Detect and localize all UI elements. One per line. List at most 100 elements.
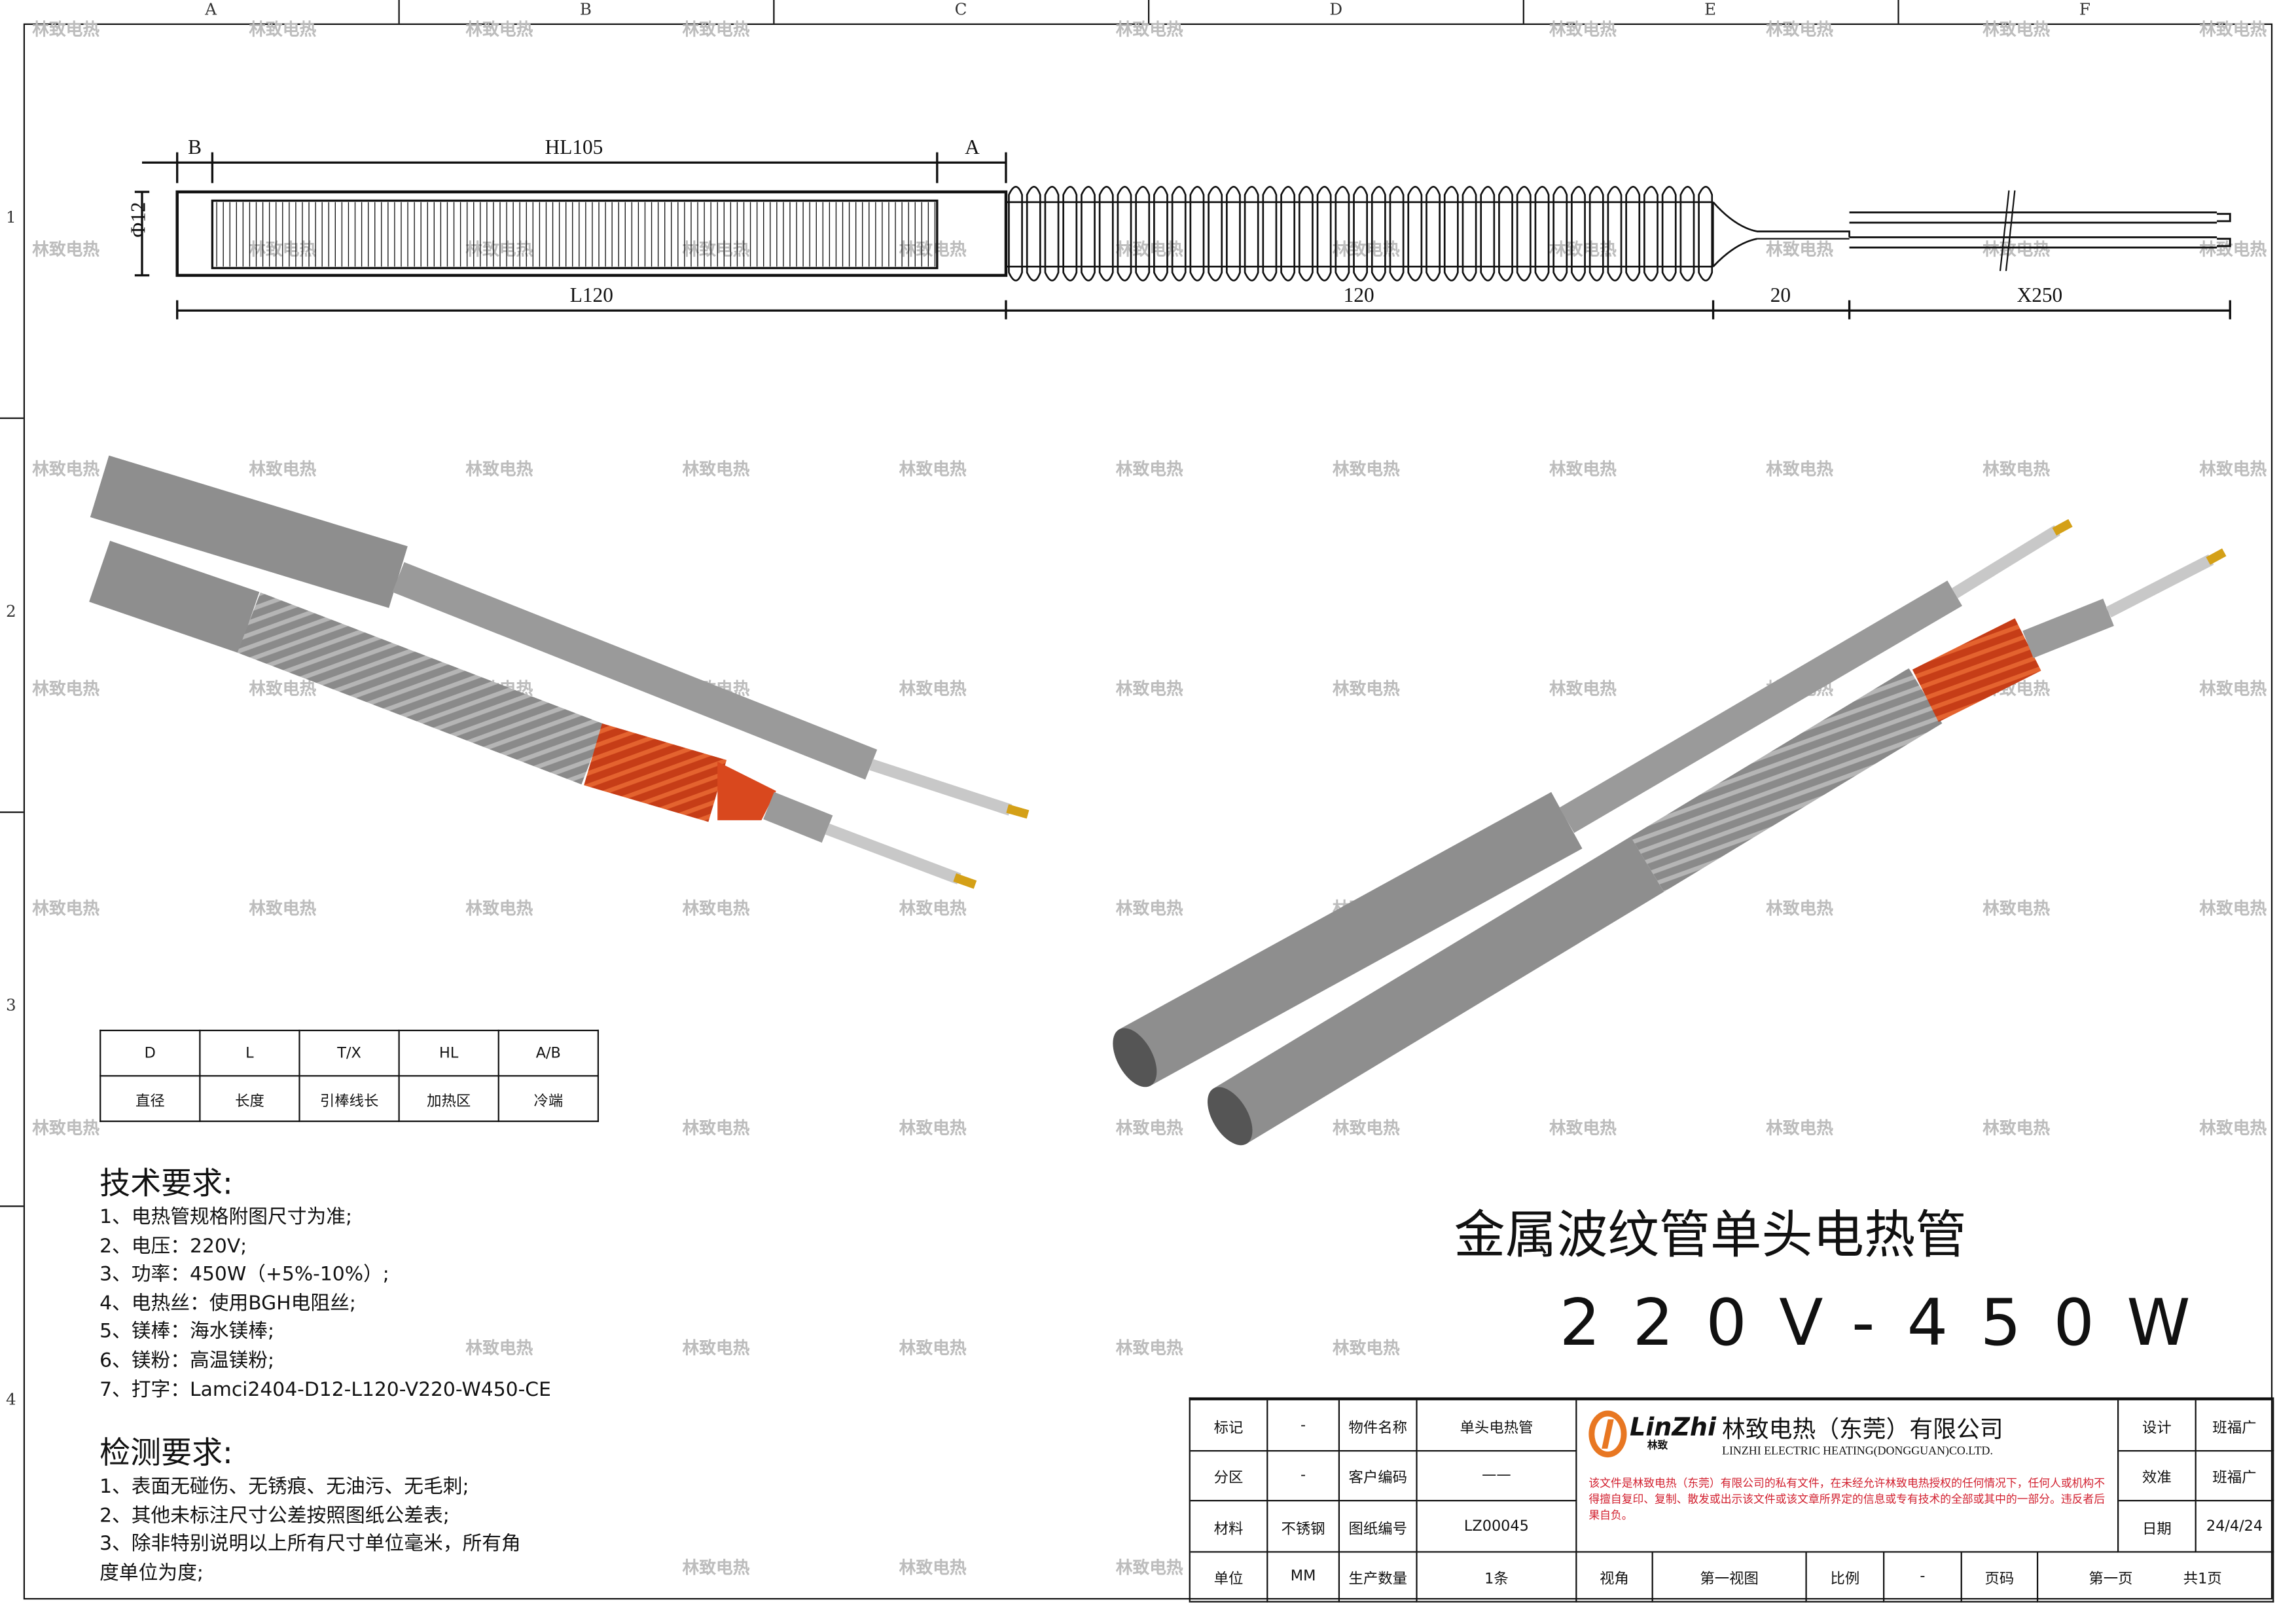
spec-code: D [99,1029,201,1077]
watermark: 林致电热 [1115,458,1183,479]
watermark: 林致电热 [1766,19,1833,40]
dim-l: L120 [569,285,613,308]
dim-hl: HL105 [545,137,603,160]
watermark: 林致电热 [2199,19,2267,40]
spec-code: HL [398,1029,499,1077]
watermark: 林致电热 [1766,898,1833,919]
watermark: 林致电热 [682,19,750,40]
watermark: 林致电热 [1766,1118,1833,1139]
part-name-value: 单头电热管 [1417,1400,1577,1452]
zone-column-label: C [954,0,967,20]
watermark: 林致电热 [899,1557,967,1578]
logo-text: LinZhi [1630,1412,1717,1442]
design-value: 班福广 [2196,1400,2274,1452]
zone-column-label: B [579,0,592,20]
qty-label: 生产数量 [1340,1552,1418,1603]
unit-label: 单位 [1190,1552,1268,1603]
requirement-item: 4、电热丝：使用BGH电阻丝; [99,1293,356,1315]
inspection-item: 1、表面无碰伤、无锈痕、无油污、无毛刺; [99,1476,469,1499]
zone-label: 分区 [1190,1451,1268,1502]
view-value: 第一视图 [1653,1552,1807,1603]
dim-taper: 20 [1770,285,1791,308]
spec-legend-table: D L T/X HL A/B 直径 长度 引棒线长 加热区 冷端 [99,1029,600,1122]
watermark: 林致电热 [1982,238,2051,260]
rating: 220V-450W [1559,1286,2223,1361]
logo-mark-icon [1588,1410,1627,1457]
logo: LinZhi 林致 [1588,1410,1716,1457]
watermark: 林致电热 [682,458,750,479]
spec-meaning: 冷端 [497,1075,600,1122]
watermark: 林致电热 [899,898,967,919]
tube-outline [175,190,1008,277]
watermark: 林致电热 [465,238,533,260]
date-value: 24/4/24 [2196,1501,2274,1553]
render-left [89,455,1030,889]
watermark: 林致电热 [465,898,533,919]
watermark: 林致电热 [1332,1337,1400,1358]
watermark: 林致电热 [249,678,317,699]
zone-column-label: E [1704,0,1717,20]
watermark: 林致电热 [1982,898,2051,919]
watermark: 林致电热 [32,458,100,479]
watermark: 林致电热 [32,19,100,40]
spec-meaning: 长度 [199,1075,300,1122]
watermark: 林致电热 [249,898,317,919]
view-label: 视角 [1577,1552,1653,1603]
mark-value: - [1268,1400,1340,1452]
page-info: 第一页 共1页 [2038,1552,2274,1603]
render-right [1113,519,2227,1146]
watermark: 林致电热 [1115,1118,1183,1139]
zone-column-label: A [205,0,217,20]
company-name-en: LINZHI ELECTRIC HEATING(DONGGUAN)CO.LTD. [1722,1444,1993,1458]
scale-value: - [1884,1552,1962,1603]
watermark: 林致电热 [1549,458,1617,479]
watermark: 林致电热 [899,238,967,260]
tech-requirements: 技术要求: 1、电热管规格附图尺寸为准; 2、电压：220V; 3、功率：450… [99,1160,551,1405]
watermark: 林致电热 [2199,458,2267,479]
watermark: 林致电热 [1332,1118,1400,1139]
page-total: 共1页 [2183,1571,2222,1588]
material-value: 不锈钢 [1268,1501,1340,1553]
part-name-label: 物件名称 [1340,1400,1418,1452]
inspection-heading: 检测要求: [99,1435,233,1471]
watermark: 林致电热 [1549,678,1617,699]
watermark: 林致电热 [682,1557,750,1578]
watermark: 林致电热 [465,458,533,479]
page-value: 第一页 [2089,1571,2133,1588]
watermark: 林致电热 [899,678,967,699]
watermark: 林致电热 [1332,678,1400,699]
watermark: 林致电热 [899,458,967,479]
zone-row-label: 2 [5,602,16,621]
confidentiality-notice: 该文件是林致电热（东莞）有限公司的私有文件，在未经允许林致电热授权的任何情况下，… [1588,1476,2105,1522]
requirement-item: 1、电热管规格附图尺寸为准; [99,1207,353,1230]
watermark: 林致电热 [249,458,317,479]
heating-zone [211,199,939,270]
requirement-item: 5、镁棒：海水镁棒; [99,1321,275,1344]
requirement-item: 6、镁粉：高温镁粉; [99,1350,275,1373]
watermark: 林致电热 [2199,678,2267,699]
inspection-item: 度单位为度; [99,1562,204,1585]
watermark: 林致电热 [249,19,317,40]
watermark: 林致电热 [2199,238,2267,260]
watermark: 林致电热 [1115,898,1183,919]
qty-value: 1条 [1417,1552,1577,1603]
company-panel: LinZhi 林致 林致电热（东莞）有限公司 LINZHI ELECTRIC H… [1577,1400,2119,1553]
date-label: 日期 [2119,1501,2197,1553]
inspection-requirements: 检测要求: 1、表面无碰伤、无锈痕、无油污、无毛刺; 2、其他未标注尺寸公差按照… [99,1430,521,1588]
requirement-item: 3、功率：450W（+5%-10%）; [99,1264,389,1286]
requirement-item: 7、打字：Lamci2404-D12-L120-V220-W450-CE [99,1379,551,1402]
watermark: 林致电热 [1115,1337,1183,1358]
customer-code-label: 客户编码 [1340,1451,1418,1502]
watermark: 林致电热 [1332,458,1400,479]
zone-row-label: 3 [5,996,16,1015]
watermark: 林致电热 [1766,238,1833,260]
check-label: 效准 [2119,1451,2197,1502]
spec-code: T/X [298,1029,400,1077]
heating-coil-hatch [216,202,936,267]
check-value: 班福广 [2196,1451,2274,1502]
watermark: 林致电热 [32,1118,100,1139]
spec-meaning: 加热区 [398,1075,499,1122]
watermark: 林致电热 [1982,19,2051,40]
